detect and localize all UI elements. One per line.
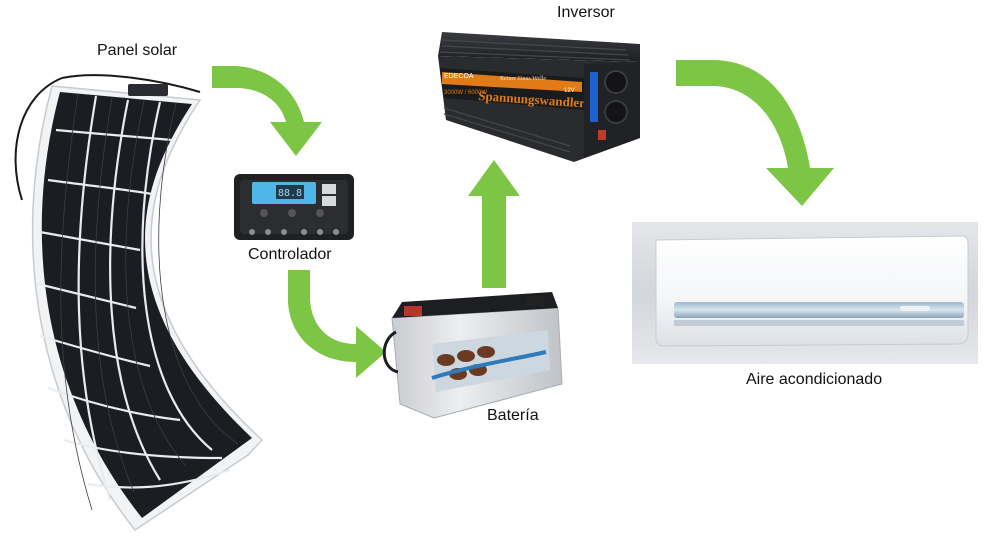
label-controller: Controlador <box>248 246 332 263</box>
battery-terminal-negative <box>526 296 544 306</box>
battery-image <box>382 292 563 419</box>
arrow-inverter-to-ac <box>676 60 834 206</box>
battery-handle <box>382 330 399 374</box>
panel-cable-top <box>61 74 201 93</box>
ac-unit <box>655 235 969 347</box>
panel-cells <box>41 92 252 518</box>
controller-button-1 <box>260 209 268 217</box>
panel-cable <box>14 77 63 201</box>
usb-port <box>322 184 336 194</box>
inverter-product: Spannungswandler <box>478 88 586 110</box>
usb-port-2 <box>322 196 336 206</box>
label-battery: Batería <box>487 407 539 424</box>
ac-vent <box>674 302 964 318</box>
label-inverter: Inversor <box>557 4 615 21</box>
controller-button-3 <box>316 209 324 217</box>
arrow-panel-to-controller <box>212 66 322 156</box>
inverter-brand: EDECOA <box>444 73 474 80</box>
ac-image <box>632 222 978 364</box>
controller-display-text: 88.8 <box>278 188 302 199</box>
controller-terminals <box>249 229 339 235</box>
inverter-display <box>590 72 598 122</box>
panel-cell-lines <box>60 93 239 511</box>
panel-junction-box <box>128 84 168 96</box>
inverter-stripe <box>442 72 582 92</box>
battery-lid <box>392 292 558 318</box>
inverter-voltage: 12V <box>564 88 575 94</box>
inverter-switch <box>598 130 606 140</box>
inverter-fins <box>439 39 631 153</box>
label-panel-solar: Panel solar <box>97 42 178 59</box>
solar-panel-image <box>14 74 264 532</box>
inverter-socket-1 <box>604 70 628 94</box>
inverter-image: EDECOA Reiner Sinus Welle Spannungswandl… <box>438 32 640 162</box>
label-air-conditioner: Aire acondicionado <box>746 371 883 388</box>
controller-image: 88.8 <box>234 174 354 240</box>
inverter-power: 3000W / 6000W <box>444 90 487 96</box>
controller-button-2 <box>288 209 296 217</box>
panel-grid <box>37 95 231 501</box>
arrow-battery-to-inverter <box>468 160 520 288</box>
inverter-model-line: Reiner Sinus Welle <box>500 76 546 82</box>
inverter-socket-2 <box>604 100 628 124</box>
ac-vent-shadow <box>674 320 964 326</box>
arrow-controller-to-battery <box>288 270 386 378</box>
ac-indicator <box>900 306 930 311</box>
battery-terminal-positive <box>404 306 422 316</box>
